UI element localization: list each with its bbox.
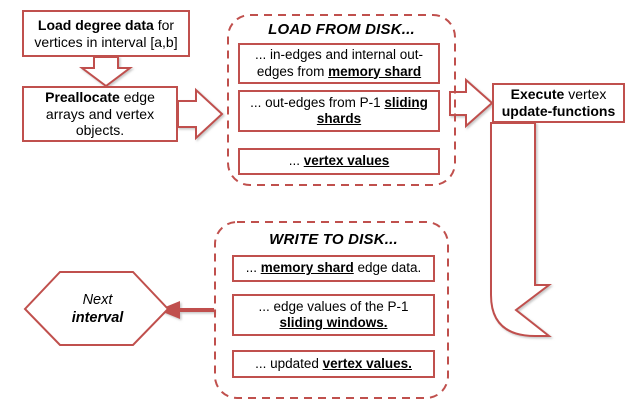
load-item-2-seg-1: vertex values [303, 153, 390, 169]
load-degree-data-box[interactable]: Load degree data for vertices in interva… [22, 10, 190, 57]
arrow-preallocate-to-load-group [177, 87, 224, 141]
load-item-2-seg-0: ... [288, 153, 304, 169]
execute-line1-bold: Execute [510, 86, 565, 103]
load-item-memory-shard[interactable]: ... in-edges and internal out- edges fro… [238, 43, 440, 84]
load-item-0-seg-2: memory shard [328, 63, 422, 79]
load-item-sliding-shards[interactable]: ... out-edges from P-1 sliding shards [238, 90, 440, 132]
arrow-execute-to-write-group [490, 122, 552, 337]
write-item-2-seg-1: vertex values. [322, 355, 412, 371]
load-item-1-seg-0: ... out-edges from P-1 [250, 94, 385, 110]
write-item-memory-shard[interactable]: ... memory shard edge data. [232, 255, 435, 282]
execute-line1-rest: vertex [564, 86, 607, 103]
load-item-vertex-values[interactable]: ... vertex values [238, 148, 440, 175]
execute-vertex-update-functions-box[interactable]: Execute vertex update-functions [492, 83, 625, 123]
write-item-1-seg-1: sliding windows. [279, 315, 388, 330]
write-item-vertex-values[interactable]: ... updated vertex values. [232, 350, 435, 378]
write-item-0-seg-2: edge data. [353, 260, 422, 276]
write-item-sliding-windows[interactable]: ... edge values of the P-1 sliding windo… [232, 294, 435, 336]
load-degree-line1-rest: for [153, 16, 175, 33]
load-item-1-seg-1: sliding [384, 94, 428, 110]
write-item-1-seg-0: ... edge values of the P-1 [258, 298, 409, 314]
load-item-1-seg-2: shards [316, 111, 362, 126]
load-degree-line1-bold: Load degree data [37, 16, 154, 33]
preallocate-line1-bold: Preallocate [45, 88, 120, 105]
preallocate-box[interactable]: Preallocate edge arrays and vertex objec… [22, 86, 178, 142]
write-item-0-seg-1: memory shard [260, 260, 354, 276]
load-from-disk-header: LOAD FROM DISK... [268, 20, 415, 38]
next-interval-line2: interval [71, 310, 124, 326]
load-item-0-seg-0: ... in-edges and internal out- [254, 47, 424, 63]
arrow-load-degree-to-preallocate [79, 56, 133, 88]
next-interval-label[interactable]: Next interval [45, 288, 150, 330]
write-to-disk-header: WRITE TO DISK... [269, 230, 398, 248]
preallocate-line1-rest: edge [119, 88, 155, 105]
next-interval-line1: Next [82, 291, 113, 308]
preallocate-line3: objects. [75, 122, 125, 139]
execute-line2-bold: update-functions [501, 103, 616, 119]
arrow-load-group-to-execute [449, 77, 494, 129]
load-item-0-seg-1: edges from [256, 63, 329, 79]
load-degree-line2: vertices in interval [a,b] [34, 33, 178, 50]
arrow-write-group-to-next-interval [158, 301, 214, 319]
write-item-0-seg-0: ... [245, 260, 261, 276]
preallocate-line2: arrays and vertex [45, 105, 155, 122]
write-item-2-seg-0: ... updated [255, 355, 323, 371]
